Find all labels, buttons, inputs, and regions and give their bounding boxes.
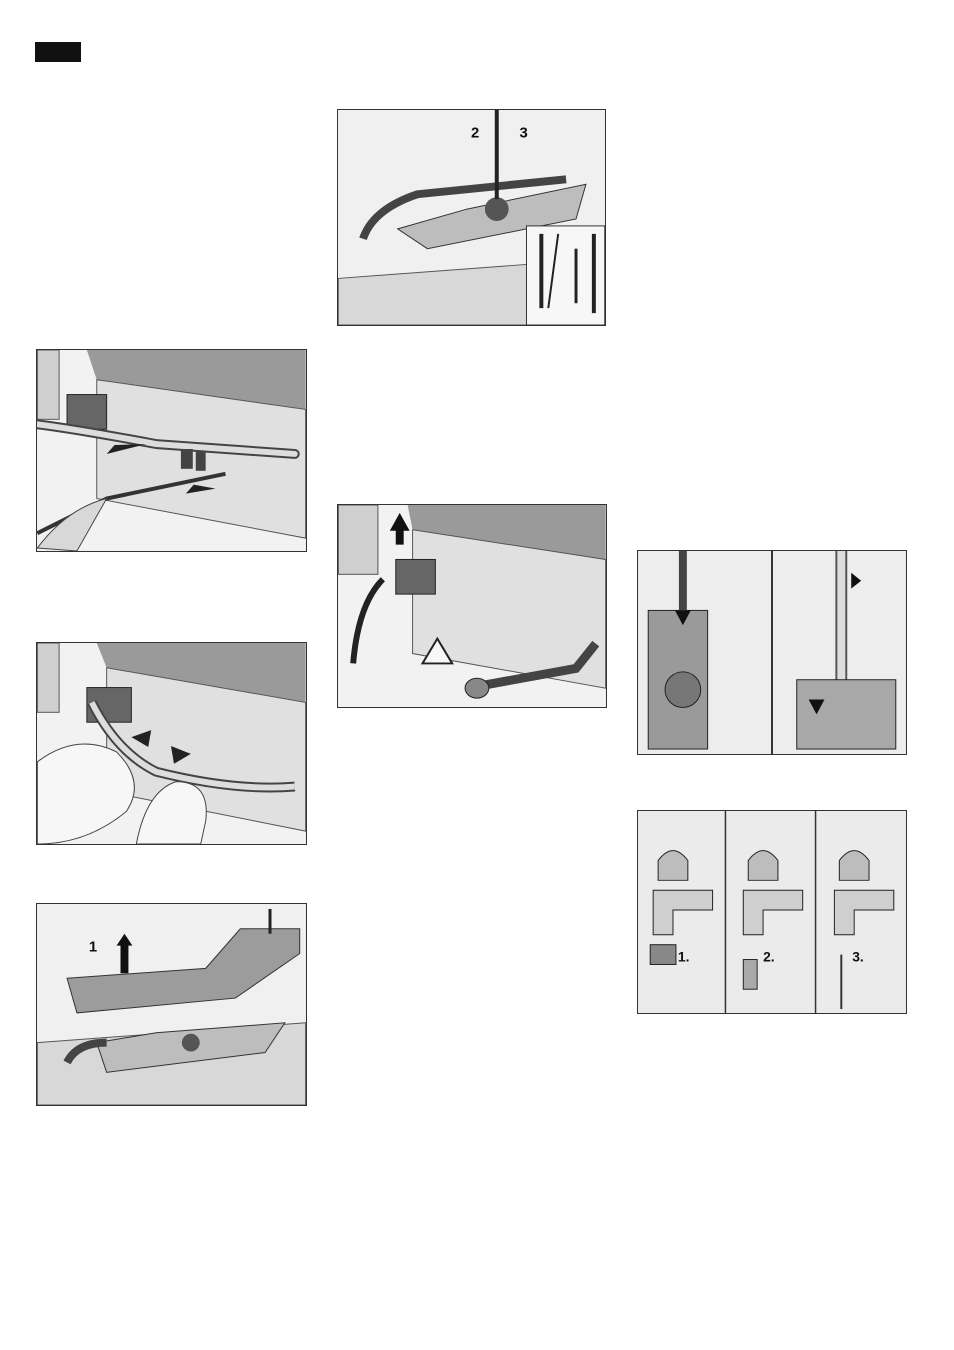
step-label-2: 2. bbox=[763, 949, 775, 965]
figure-hose-clips-screwdriver bbox=[36, 349, 307, 552]
figure-valve-connection bbox=[637, 550, 907, 755]
step-label-3: 3. bbox=[852, 949, 864, 965]
figure-tap-steps: 1. 2. 3. bbox=[637, 810, 907, 1014]
page-tab-marker bbox=[35, 42, 81, 62]
callout-3: 3 bbox=[520, 126, 528, 142]
callout-1: 1 bbox=[89, 940, 97, 956]
figure-cover-remove: 1 bbox=[36, 903, 307, 1106]
figure-hose-warning bbox=[337, 504, 607, 708]
figure-screw-tools: 2 3 bbox=[337, 109, 606, 326]
callout-2: 2 bbox=[471, 126, 479, 142]
step-label-1: 1. bbox=[678, 949, 690, 965]
figure-hands-hose-disconnect bbox=[36, 642, 307, 845]
